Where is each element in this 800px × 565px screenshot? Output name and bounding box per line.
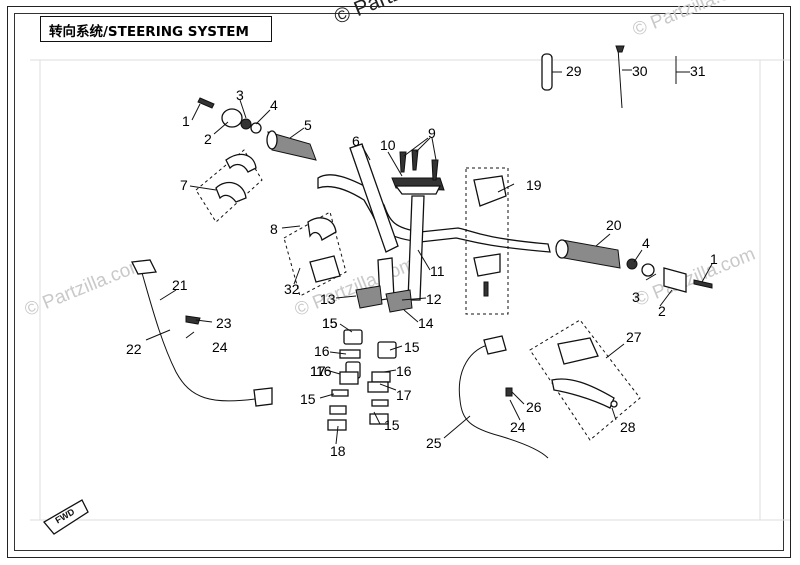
callout-13: 13	[320, 291, 336, 307]
callout-25: 25	[426, 435, 442, 451]
callout-15-d: 15	[384, 417, 400, 433]
callout-4-right: 4	[642, 235, 650, 251]
title-box: 转向系统/STEERING SYSTEM	[40, 16, 272, 42]
brake-cable	[458, 335, 549, 459]
callout-1-right: 1	[710, 251, 718, 267]
fwd-arrow: FWD	[43, 499, 89, 535]
callout-4-left: 4	[270, 97, 278, 113]
callout-1-left: 1	[182, 113, 190, 129]
background-sketch-lines	[30, 59, 790, 521]
left-switch-housing	[195, 149, 347, 297]
callout-5: 5	[304, 117, 312, 133]
leader-lines	[145, 69, 713, 445]
lower-clamps	[355, 285, 413, 313]
callout-16-a: 16	[314, 343, 330, 359]
callout-29: 29	[566, 63, 582, 79]
callout-23: 23	[216, 315, 232, 331]
handlebar	[317, 143, 551, 301]
callout-30: 30	[632, 63, 648, 79]
diagram-title: 转向系统/STEERING SYSTEM	[49, 24, 249, 40]
callout-19: 19	[526, 177, 542, 193]
callout-labels: 1 2 3 4 5 6 7 8 9 10 11 12 13 14 15 16 1…	[126, 63, 718, 459]
callout-24-b: 24	[510, 419, 526, 435]
callout-2-left: 2	[204, 131, 212, 147]
callout-22: 22	[126, 341, 142, 357]
callout-3-left: 3	[236, 87, 244, 103]
callout-3-right: 3	[632, 289, 640, 305]
callout-9: 9	[428, 125, 436, 141]
drawing-frame-outer	[7, 6, 791, 558]
callout-28: 28	[620, 419, 636, 435]
right-grip-assembly	[555, 239, 713, 293]
left-bushing-stack	[327, 329, 363, 431]
callout-12: 12	[426, 291, 442, 307]
callout-20: 20	[606, 217, 622, 233]
callout-8: 8	[270, 221, 278, 237]
callout-24-a: 24	[212, 339, 228, 355]
callout-17-b: 17	[396, 387, 412, 403]
callout-14: 14	[418, 315, 434, 331]
callout-21: 21	[172, 277, 188, 293]
brake-lever-assembly	[529, 319, 641, 441]
callout-6: 6	[352, 133, 360, 149]
right-switch-housing	[465, 167, 509, 315]
callout-15-c: 15	[300, 391, 316, 407]
callout-15-e: 15	[322, 315, 338, 331]
left-cable	[131, 259, 273, 407]
callout-18: 18	[330, 443, 346, 459]
right-bushing-stack	[367, 341, 397, 425]
callout-10: 10	[380, 137, 396, 153]
callout-26: 26	[526, 399, 542, 415]
callout-17-c: 17	[310, 363, 326, 379]
drawing-frame-inner	[14, 13, 784, 551]
callout-15-b: 15	[404, 339, 420, 355]
callout-7: 7	[180, 177, 188, 193]
callout-2-right: 2	[658, 303, 666, 319]
callout-27: 27	[626, 329, 642, 345]
callout-32: 32	[284, 281, 300, 297]
callout-17-a: 17	[310, 363, 326, 379]
left-grip-assembly	[197, 97, 317, 161]
callout-15-a: 15	[322, 315, 338, 331]
small-parts-top-right	[541, 45, 677, 109]
upper-clamp	[391, 149, 445, 195]
callout-31: 31	[690, 63, 706, 79]
callout-16-b: 16	[396, 363, 412, 379]
callout-11: 11	[430, 263, 445, 279]
callout-16-c: 16	[316, 363, 332, 379]
